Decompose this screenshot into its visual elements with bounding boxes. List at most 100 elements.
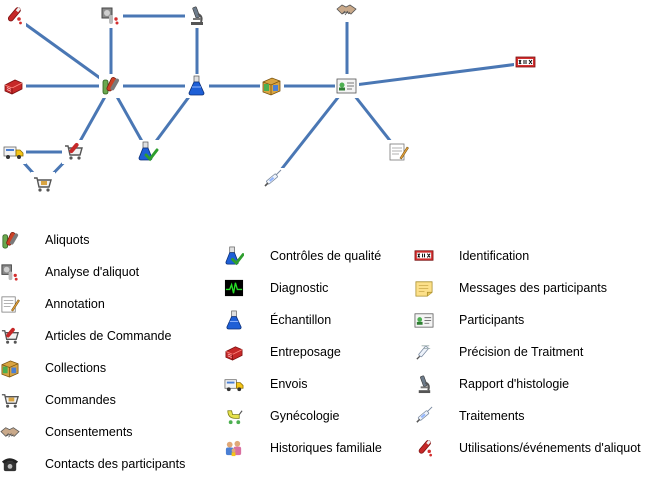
- box-icon: [0, 358, 20, 378]
- flask-check-icon: [224, 246, 245, 266]
- aliquot-icon: [2, 231, 19, 249]
- aliquot-icon: [0, 230, 20, 250]
- legend-label: Contrôles de qualité: [270, 249, 382, 263]
- aliquot-icon: [102, 77, 119, 95]
- node-collections[interactable]: [260, 74, 284, 98]
- legend-label: Identification: [459, 249, 530, 263]
- microscope-icon: [191, 6, 203, 25]
- flask-icon: [188, 75, 205, 96]
- truck-icon: [224, 374, 244, 394]
- cart-item-icon: [0, 326, 20, 346]
- analysis-icon: [101, 7, 119, 25]
- cart-item-icon: [65, 142, 83, 160]
- relationship-diagram: [2, 0, 538, 196]
- family-icon: [224, 438, 244, 458]
- node-annotation[interactable]: [387, 140, 411, 164]
- truck-icon: [3, 146, 24, 159]
- legend-label: Précision de Traitment: [459, 345, 584, 359]
- node-histologie[interactable]: [185, 4, 209, 28]
- legend-label: Rapport d'histologie: [459, 377, 570, 391]
- syringe-icon: [264, 169, 282, 187]
- node-echantillon[interactable]: [185, 74, 209, 98]
- id-card-icon: [336, 78, 357, 94]
- tube-red-icon: [418, 440, 432, 457]
- legend-label: Messages des participants: [459, 281, 607, 295]
- node-entreposage[interactable]: [2, 74, 26, 98]
- id-card-icon: [414, 310, 434, 330]
- box-icon: [1, 360, 19, 378]
- legend-label: Envois: [270, 377, 308, 391]
- truck-icon: [224, 379, 244, 392]
- note-icon: [414, 278, 434, 298]
- ecg-icon: [224, 279, 244, 297]
- annotation-icon: [0, 294, 20, 314]
- analysis-icon: [0, 262, 20, 282]
- edge-participants-traitements: [271, 85, 349, 181]
- microscope-icon: [414, 374, 434, 394]
- edge-participants-identification: [346, 61, 527, 88]
- node-traitements[interactable]: [261, 168, 285, 192]
- tube-red-icon: [7, 7, 22, 25]
- node-consentements[interactable]: [335, 0, 359, 22]
- node-articles[interactable]: [62, 140, 86, 164]
- node-identification[interactable]: [514, 51, 538, 75]
- tube-red-icon: [414, 438, 434, 458]
- flask-check-icon: [138, 141, 159, 162]
- legend-label: Historiques familiale: [270, 441, 382, 455]
- syringe-pen-icon: [414, 342, 434, 362]
- phone-icon: [0, 454, 20, 474]
- legend-label: Échantillon: [270, 313, 332, 327]
- edge-utilisations-aliquots: [13, 14, 112, 88]
- node-commandes[interactable]: [31, 172, 55, 196]
- microscope-icon: [418, 375, 431, 394]
- node-controles[interactable]: [136, 140, 160, 164]
- phone-icon: [1, 458, 19, 472]
- id-card-icon: [414, 313, 434, 328]
- flask-icon: [224, 310, 244, 330]
- note-icon: [415, 281, 433, 297]
- node-analyse[interactable]: [99, 4, 123, 28]
- id-badge-icon: [515, 56, 536, 68]
- legend-label: Gynécologie: [270, 409, 340, 423]
- legend-label: Articles de Commande: [45, 329, 172, 343]
- id-badge-icon: [414, 250, 434, 261]
- handshake-icon: [336, 4, 357, 16]
- legend-label: Participants: [459, 313, 525, 327]
- legend-label: Consentements: [45, 425, 133, 439]
- legend-label: Analyse d'aliquot: [45, 265, 140, 279]
- cart-icon: [0, 390, 20, 410]
- syringe-pen-icon: [416, 345, 431, 360]
- flask-check-icon: [225, 246, 245, 266]
- stroller-icon: [224, 406, 244, 426]
- storage-icon: [224, 342, 244, 362]
- node-participants[interactable]: [335, 74, 359, 98]
- id-badge-icon: [414, 246, 434, 266]
- legend-label: Traitements: [459, 409, 525, 423]
- cart-item-icon: [1, 327, 19, 344]
- annotation-icon: [1, 296, 20, 313]
- cart-icon: [34, 177, 52, 192]
- node-envois[interactable]: [2, 140, 26, 164]
- legend-label: Commandes: [45, 393, 116, 407]
- node-utilisations[interactable]: [2, 4, 26, 28]
- diagram-edges: [12, 10, 527, 186]
- family-icon: [225, 440, 242, 457]
- syringe-icon: [414, 406, 434, 426]
- storage-icon: [4, 79, 23, 95]
- ecg-icon: [224, 278, 244, 298]
- legend-label: Diagnostic: [270, 281, 329, 295]
- handshake-icon: [0, 422, 20, 442]
- legend-label: Entreposage: [270, 345, 341, 359]
- legend-label: Aliquots: [45, 233, 90, 247]
- handshake-icon: [0, 427, 20, 438]
- cart-icon: [1, 394, 19, 408]
- legend-label: Utilisations/événements d'aliquot: [459, 441, 641, 455]
- legend-label: Annotation: [45, 297, 105, 311]
- flask-icon: [226, 310, 242, 330]
- node-aliquots[interactable]: [99, 74, 123, 98]
- storage-icon: [225, 346, 243, 361]
- stroller-icon: [227, 410, 243, 425]
- analysis-icon: [1, 264, 18, 281]
- legend-label: Contacts des participants: [45, 457, 186, 471]
